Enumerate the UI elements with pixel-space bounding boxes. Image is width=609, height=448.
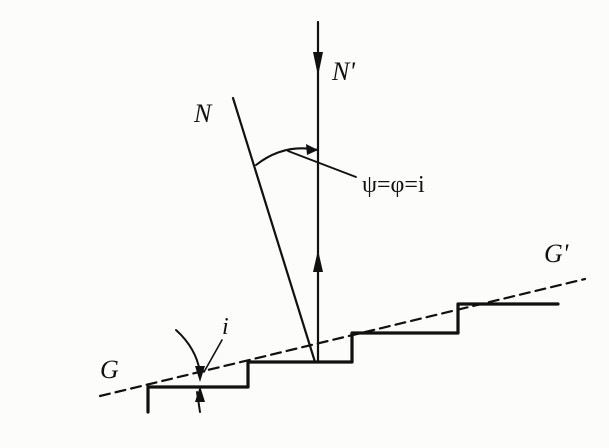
arrow-up-icon xyxy=(313,250,323,272)
relation-leader-line xyxy=(287,150,357,178)
label-N: N xyxy=(193,99,213,128)
label-N-prime: N' xyxy=(331,57,355,86)
label-G-prime: G' xyxy=(544,239,569,268)
facet-normal-line xyxy=(231,96,317,364)
angle-i-arrow-up-icon xyxy=(195,386,205,402)
arc-arrow-icon xyxy=(306,144,318,155)
angle-i-arrow-down-icon xyxy=(195,366,205,382)
arrow-down-icon xyxy=(313,52,323,76)
label-relation: ψ=φ=i xyxy=(362,172,425,198)
angle-i-leader-line xyxy=(203,339,223,373)
label-G: G xyxy=(100,355,119,384)
grating-step-profile xyxy=(146,302,560,414)
angle-i-arc xyxy=(175,329,201,373)
grating-plane-line xyxy=(98,277,587,398)
label-i: i xyxy=(222,314,229,340)
